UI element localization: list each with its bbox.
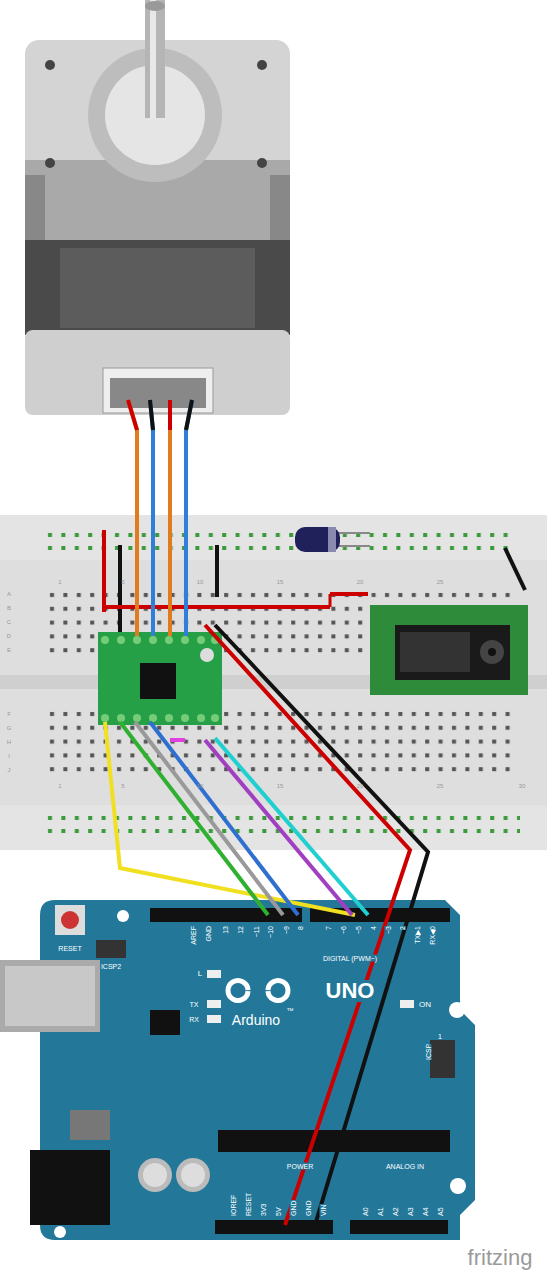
board-label: A0: [362, 1207, 369, 1216]
board-label: 8: [297, 926, 304, 930]
board-label: ICSP: [425, 1044, 432, 1060]
board-label: A4: [422, 1207, 429, 1216]
breadboard-index: 10: [197, 579, 204, 585]
breadboard-index: 20: [357, 579, 364, 585]
breadboard-index: J: [8, 767, 11, 773]
breadboard-index: D: [7, 633, 11, 639]
board-label: L: [198, 970, 202, 978]
breadboard-index: 15: [277, 579, 284, 585]
board-label: ~3: [385, 926, 392, 934]
board-label: 12: [237, 926, 244, 934]
stepper-motor: [25, 0, 290, 415]
breadboard-index: 1: [58, 579, 61, 585]
board-label: 2: [399, 926, 406, 930]
board-label: 1: [438, 1033, 442, 1040]
board-label: ~9: [283, 926, 290, 934]
breadboard-index: C: [7, 619, 11, 625]
board-label: RESET: [245, 1193, 252, 1216]
board-label: DIGITAL (PWM~): [323, 955, 377, 962]
board-label: POWER: [287, 1163, 313, 1170]
board-label: GND: [290, 1200, 297, 1216]
breadboard-index: 1: [58, 783, 61, 789]
board-label: A1: [377, 1207, 384, 1216]
arduino-wires: [105, 625, 428, 1225]
board-label: ~11: [253, 926, 260, 937]
board-label: 3V3: [260, 1204, 267, 1216]
board-label: VIN: [320, 1204, 327, 1216]
board-label: A2: [392, 1207, 399, 1216]
board-label: GND: [205, 926, 212, 942]
board-label: 13: [222, 926, 229, 934]
breadboard-index: F: [7, 711, 11, 717]
board-label: A5: [437, 1207, 444, 1216]
breadboard-index: 20: [357, 783, 364, 789]
board-label: 4: [370, 926, 377, 930]
board-label: GND: [305, 1200, 312, 1216]
breadboard-index: E: [7, 647, 11, 653]
motor-wires: [128, 400, 192, 636]
board-label: UNO: [326, 980, 375, 1002]
breadboard-index: 5: [121, 579, 124, 585]
board-label: ™: [287, 1007, 294, 1014]
breadboard-index: 15: [277, 783, 284, 789]
board-label: Arduino: [232, 1013, 280, 1027]
board-label: ~5: [355, 926, 362, 934]
board-label: A3: [407, 1207, 414, 1216]
breadboard-index: B: [7, 605, 11, 611]
board-label: TX▶1: [414, 926, 421, 944]
breadboard-index: I: [8, 753, 10, 759]
board-label: AREF: [190, 926, 197, 945]
board-label: RESET: [58, 945, 81, 952]
board-label: ANALOG IN: [386, 1163, 424, 1170]
board-label: IOREF: [230, 1195, 237, 1216]
breadboard-index: H: [7, 739, 11, 745]
breadboard-index: 30: [519, 783, 526, 789]
board-label: TX: [190, 1001, 199, 1008]
breadboard-index: 10: [197, 783, 204, 789]
board-label: ICSP2: [101, 963, 121, 970]
breadboard-index: A: [7, 591, 11, 597]
board-label: ~6: [340, 926, 347, 934]
board-label: 5V: [275, 1207, 282, 1216]
breadboard-index: 5: [121, 783, 124, 789]
watermark: fritzing: [468, 1247, 533, 1269]
breadboard-index: 25: [437, 783, 444, 789]
board-label: RX◀0: [429, 926, 436, 945]
board-label: RX: [189, 1016, 199, 1023]
breadboard: [0, 515, 547, 850]
board-label: ON: [419, 1001, 431, 1009]
breadboard-index: G: [7, 725, 12, 731]
board-label: 7: [325, 926, 332, 930]
breadboard-index: 25: [437, 579, 444, 585]
board-label: ~10: [267, 926, 274, 938]
